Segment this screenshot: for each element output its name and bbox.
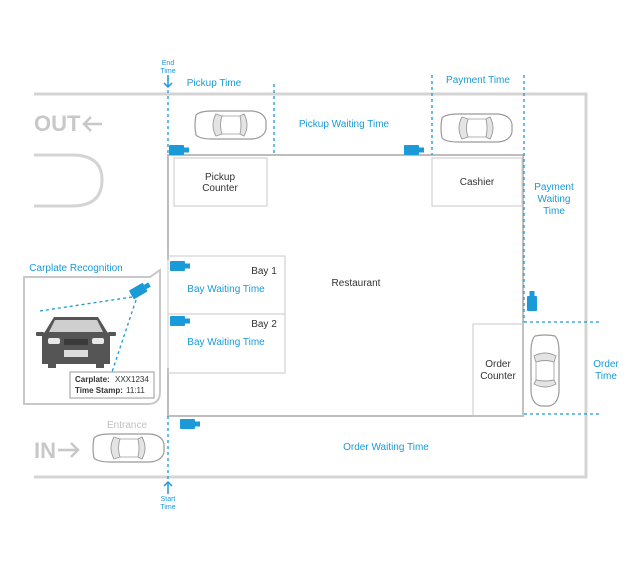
- start-time-label-line2: Time: [160, 504, 175, 511]
- car-cashier-icon: [440, 113, 513, 143]
- bay1-waiting-time-label: Bay Waiting Time: [187, 284, 265, 295]
- dashed-lines: [167, 75, 600, 480]
- camera-bay1-icon: [170, 261, 190, 271]
- inner-rooms: [167, 157, 524, 417]
- end-time-label-line2: Time: [160, 68, 175, 75]
- camera-order-icon: [527, 291, 537, 311]
- end-time-arrow: [163, 75, 173, 89]
- timestamp-value: 11:11: [126, 386, 145, 395]
- end-time-label-line1: End: [162, 60, 175, 67]
- order-time-line1: Order: [593, 359, 619, 370]
- pickup-counter-label-line2: Counter: [202, 183, 238, 194]
- order-counter-label-line1: Order: [485, 359, 511, 370]
- restaurant-walls: [167, 154, 524, 417]
- in-arrow-icon: [58, 442, 80, 458]
- timestamp-key: Time Stamp:: [75, 386, 123, 395]
- start-time-label-line1: Start: [161, 496, 176, 503]
- lot-boundary: [34, 92, 588, 479]
- cashier-label: Cashier: [460, 177, 495, 188]
- camera-entrance-icon: [180, 419, 200, 429]
- order-time-line2: Time: [595, 371, 617, 382]
- camera-pickup-icon: [169, 145, 189, 155]
- out-arrow-icon: [82, 116, 102, 132]
- order-counter-room: [472, 323, 524, 417]
- payment-waiting-time-line2: Waiting: [538, 194, 571, 205]
- restaurant-label: Restaurant: [332, 278, 381, 289]
- payment-waiting-time-line1: Payment: [534, 182, 574, 193]
- recognition-camera-icon: [129, 282, 151, 299]
- camera-bay2-icon: [170, 316, 190, 326]
- carplate-callout: [23, 268, 161, 405]
- out-label: OUT: [34, 111, 81, 136]
- front-car-icon: [36, 317, 116, 368]
- payment-waiting-time-line3: Time: [543, 206, 565, 217]
- car-pickup-icon: [194, 110, 267, 140]
- car-order-icon: [530, 334, 560, 407]
- order-counter-label-line2: Counter: [480, 371, 516, 382]
- payment-time-label: Payment Time: [446, 75, 510, 86]
- pickup-counter-label-line1: Pickup: [205, 172, 235, 183]
- pickup-counter-room: [173, 157, 268, 207]
- car-entrance-icon: [92, 433, 165, 463]
- order-waiting-time-label: Order Waiting Time: [343, 442, 429, 453]
- bay2-label: Bay 2: [251, 319, 277, 330]
- camera-cashier-icon: [404, 145, 424, 155]
- bay2-waiting-time-label: Bay Waiting Time: [187, 337, 265, 348]
- pickup-time-label: Pickup Time: [187, 78, 242, 89]
- carplate-value: XXX1234: [115, 375, 149, 384]
- carplate-key: Carplate:: [75, 375, 110, 384]
- pickup-waiting-time-label: Pickup Waiting Time: [299, 119, 390, 130]
- entrance-label: Entrance: [107, 420, 147, 431]
- in-label: IN: [34, 438, 56, 463]
- bay1-label: Bay 1: [251, 266, 277, 277]
- start-time-arrow: [163, 480, 173, 494]
- carplate-recognition-title: Carplate Recognition: [29, 263, 122, 274]
- cashier-room: [431, 157, 523, 207]
